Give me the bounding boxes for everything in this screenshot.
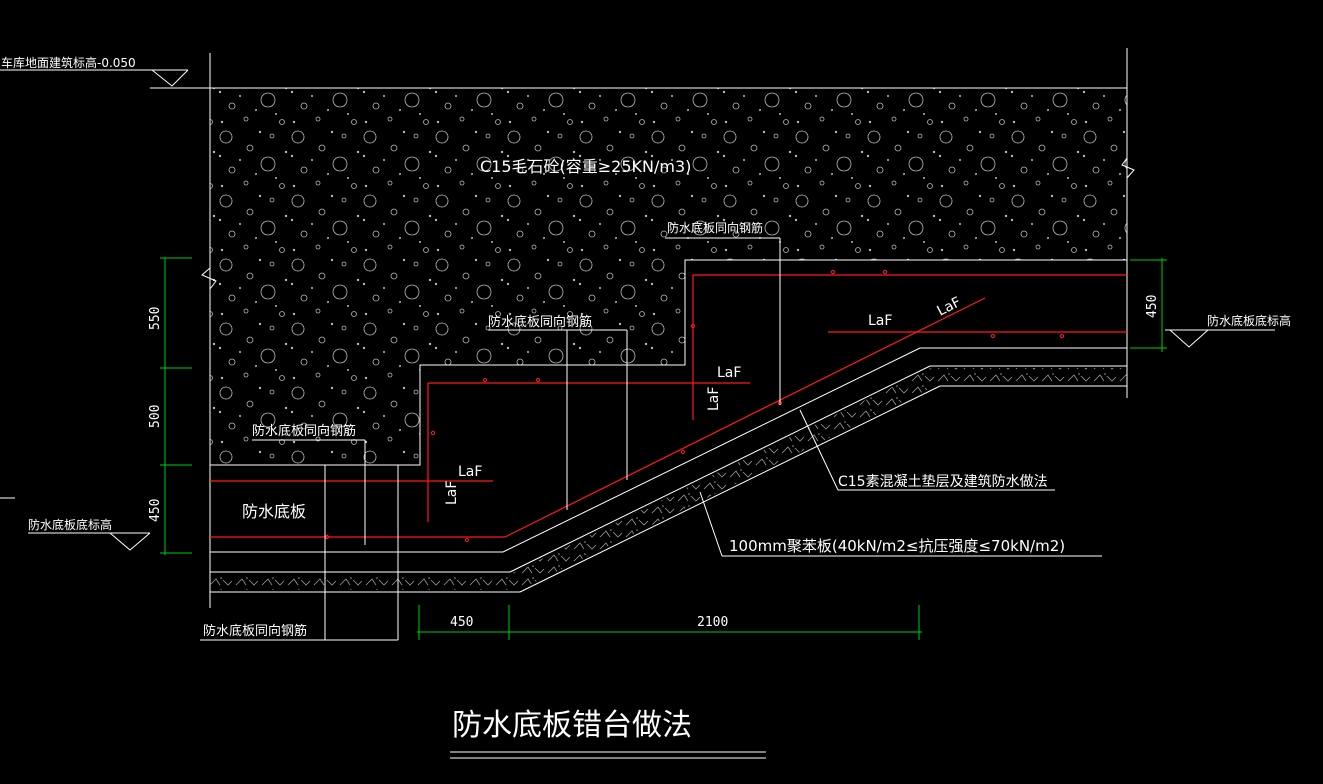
laf-label: LaF	[706, 387, 722, 411]
foam-board-label: 100mm聚苯板(40kN/m2≤抗压强度≤70kN/m2)	[729, 537, 1065, 555]
dimension-450-right: 450	[1145, 295, 1160, 318]
dimension-450-left: 450	[148, 499, 163, 522]
raft-bottom-elevation-left: 防水底板底标高	[28, 517, 112, 532]
rebar-bottom-label: 防水底板同向钢筋	[203, 623, 307, 639]
leader-lines	[200, 237, 1102, 641]
dimension-lines	[160, 257, 1167, 640]
rubble-concrete-fill	[210, 88, 1127, 465]
laf-label: LaF	[868, 313, 892, 329]
drawing-title: 防水底板错台做法	[452, 708, 692, 743]
fill-material-label: C15毛石砼(容重≥25KN/m3)	[480, 157, 691, 176]
rebar-lines	[210, 269, 1127, 543]
cushion-label: C15素混凝土垫层及建筑防水做法	[838, 474, 1048, 490]
raft-bottom-elevation-right: 防水底板底标高	[1207, 313, 1291, 328]
rebar-left-label: 防水底板同向钢筋	[252, 423, 356, 439]
dimension-550: 550	[148, 307, 163, 330]
laf-label: LaF	[444, 481, 460, 505]
dimension-450-bottom: 450	[450, 615, 473, 630]
laf-label: LaF	[717, 365, 741, 381]
rebar-top-label: 防水底板同向钢筋	[667, 220, 763, 235]
dimension-2100: 2100	[697, 615, 728, 630]
elevation-markers	[0, 69, 1275, 551]
structure-outline	[150, 48, 1135, 608]
rebar-middle-label: 防水底板同向钢筋	[488, 314, 592, 330]
garage-floor-elevation-label: 车库地面建筑标高-0.050	[1, 55, 136, 70]
raft-label: 防水底板	[242, 502, 306, 521]
laf-label: LaF	[458, 464, 482, 480]
laf-label: LaF	[935, 294, 964, 319]
dimension-500: 500	[148, 405, 163, 428]
